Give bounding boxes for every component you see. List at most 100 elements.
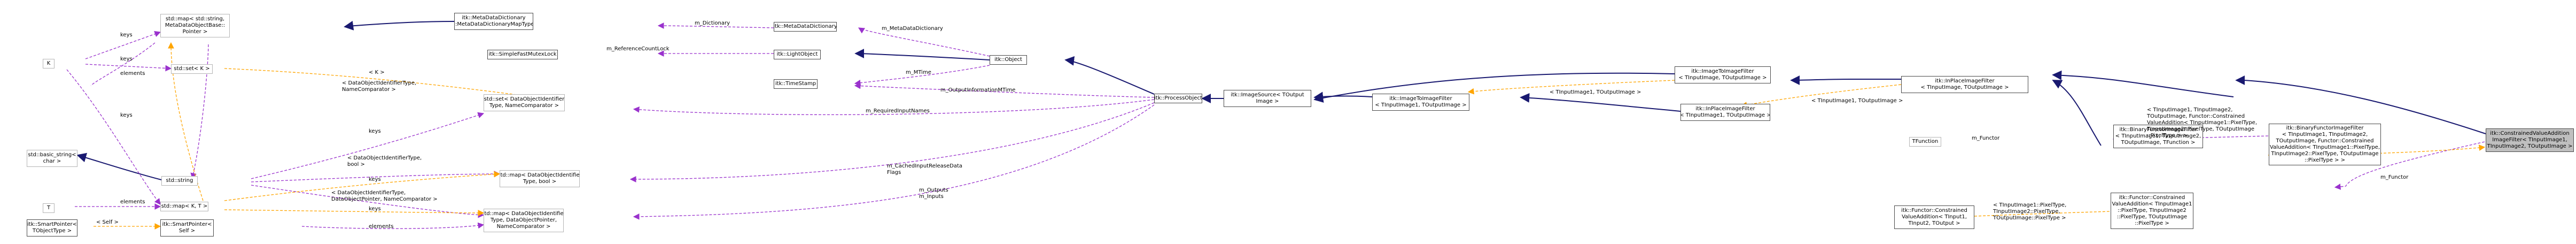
label-tpl-dataobject-namecomparator: < DataObjectIdentifierType, NameComparat… <box>342 80 416 93</box>
node-smart-pointer-self[interactable]: itk::SmartPointer< Self > <box>160 219 214 237</box>
label-line: Self > <box>178 228 196 234</box>
label-line: keys <box>120 112 133 118</box>
node-meta-data-dictionary[interactable]: itk::MetaDataDictionary <box>774 22 837 32</box>
label-line: m_MetaDataDictionary <box>882 26 943 32</box>
label-tpl-functor: < TInputImage1::PixelType, TInputImage2:… <box>1993 202 2066 222</box>
edge-use-outputinfo-to-timestamp <box>854 82 1155 98</box>
label-m-referencecountlock: m_ReferenceCountLock <box>606 46 670 52</box>
edge-inherit-object-to-lightobject <box>854 49 990 60</box>
node-image-to-image-filter-input1[interactable]: itk::ImageToImageFilter< TInputImage1, T… <box>1372 94 1469 111</box>
label-line: std::set< DataObjectIdentifier <box>484 96 565 102</box>
label-line: itk::ImageSource< TOutput <box>1231 92 1304 98</box>
label-line: keys <box>120 32 133 38</box>
label-line: TInput2, TOutput > <box>1908 220 1960 226</box>
edge-use-keys-k-to-mapkt <box>66 69 161 205</box>
label-line: ValueAddition< TInput1, <box>1902 214 1967 220</box>
edge-inherit-binary-to-inplace <box>2052 70 2234 97</box>
label-line: keys <box>369 206 381 212</box>
label-line: itk::SmartPointer< <box>162 222 212 227</box>
edge-inherit-metadictmap-to-stdmap <box>344 20 455 30</box>
node-meta-data-dictionary-map-type[interactable]: itk::MetaDataDictionary::MetaDataDiction… <box>454 13 533 30</box>
node-std-set-k: std::set< K > <box>171 64 213 74</box>
label-line: m_CachedInputReleaseData <box>887 163 963 169</box>
node-object[interactable]: itk::Object <box>990 55 1027 65</box>
label-line: itk::MetaDataDictionary <box>774 24 837 29</box>
label-line: Type, NameComparator > <box>489 103 559 109</box>
edge-use-functor-to-constrained <box>2334 141 2485 190</box>
label-line: m_Outputs <box>919 187 948 193</box>
label-line: T <box>46 205 51 211</box>
label-line: < K > <box>369 70 385 75</box>
edge-tpl-mapkt-to-stdmap <box>168 42 204 201</box>
edge-use-keys-string-to-set <box>251 112 485 179</box>
node-simple-fast-mutex-lock[interactable]: itk::SimpleFastMutexLock <box>487 50 558 59</box>
edge-tpl-setk-to-set <box>224 68 542 101</box>
edge-tpl-binaryfunctor-to-constrained <box>2268 144 2486 156</box>
label-line: itk::LightObject <box>776 51 818 57</box>
label-line: keys <box>369 128 381 134</box>
node-process-object[interactable]: itk::ProcessObject <box>1154 94 1202 103</box>
label-line: itk::TimeStamp <box>775 81 816 87</box>
node-smart-pointer-tobject[interactable]: itk::SmartPointer< TObjectType > <box>27 219 77 237</box>
label-line: char > <box>43 158 61 164</box>
label-line: elements <box>369 224 394 230</box>
node-binary-functor-image-filter-constrained[interactable]: itk::BinaryFunctorImageFilter< TInputIma… <box>2269 124 2381 165</box>
label-tpl-image-to-image: < TInputImage1, TOutputImage > <box>1550 89 1641 96</box>
label-line: itk::BinaryFunctorImageFilter <box>2286 125 2364 131</box>
label-line: < TInputImage, TOutputImage > <box>1678 75 1767 81</box>
label-line: < TInputImage1, TInputImage2, <box>2147 107 2233 113</box>
label-keys-1: keys <box>120 32 133 39</box>
label-line: itk::BinaryFunctorImageFilter <box>2119 127 2197 133</box>
label-line: ::PixelType > > <box>2147 133 2188 139</box>
node-time-stamp[interactable]: itk::TimeStamp <box>774 79 818 89</box>
label-line: itk::Functor::Constrained <box>1901 208 1967 214</box>
label-line: itk::ImageToImageFilter <box>1389 96 1452 102</box>
label-m-functor-1: m_Functor <box>2380 174 2408 181</box>
label-line: ValueAddition< TInputImage1 <box>2112 201 2192 207</box>
node-image-to-image-filter[interactable]: itk::ImageToImageFilter< TInputImage, TO… <box>1675 66 1771 83</box>
label-line: keys <box>120 56 133 62</box>
label-line: std::map< DataObjectIdentifier <box>500 172 580 178</box>
edge-use-outputs-to-mappointer <box>633 104 1155 220</box>
node-binary-functor-image-filter[interactable]: itk::BinaryFunctorImageFilter< TInputIma… <box>2113 125 2203 148</box>
node-light-object[interactable]: itk::LightObject <box>774 50 821 59</box>
node-inplace-image-filter[interactable]: itk::InPlaceImageFilter< TInputImage, TO… <box>1901 76 2028 93</box>
label-line: MetaDataObjectBase:: <box>165 22 225 28</box>
node-std-map-k-t: std::map< K, T > <box>160 202 208 211</box>
label-line: m_OutputInformationMTime <box>940 87 1016 93</box>
label-line: Pointer > <box>182 29 208 35</box>
label-tpl-self: < Self > <box>96 219 119 226</box>
edge-use-metadict-to-object <box>858 27 990 57</box>
label-line: ValueAddition< TInputImage1::PixelType, <box>2147 120 2258 126</box>
node-tfunction: TFunction <box>1909 137 1941 147</box>
label-keys-3: keys <box>120 112 133 119</box>
node-inplace-image-filter-input1[interactable]: itk::InPlaceImageFilter< TInputImage1, T… <box>1680 104 1770 121</box>
edge-inherit-stdstring-to-basicstring <box>76 152 162 180</box>
label-line: ImageFilter< TInputImage1, <box>2492 137 2567 143</box>
label-m-functor-2: m_Functor <box>1972 135 1999 142</box>
label-tpl-binary-functor: < TInputImage1, TInputImage2, TOutputIma… <box>2147 107 2257 139</box>
edge-use-keys-string-to-mappointer <box>251 185 485 218</box>
label-line: < TInputImage1, TOutputImage > <box>1680 112 1770 118</box>
edge-tpl-mapkt-to-mappointer <box>224 209 485 216</box>
label-line: m_RequiredInputNames <box>866 108 930 114</box>
label-keys-2: keys <box>120 56 133 63</box>
label-line: itk::ImageToImageFilter <box>1691 68 1754 74</box>
edge-use-keys-k-to-set <box>85 64 172 72</box>
label-line: NameComparator > <box>496 224 551 230</box>
edge-use-keys-string-to-mapbool <box>251 171 501 182</box>
edge-inherit-binaryfunctor-to-inplace <box>2052 80 2102 146</box>
edge-tpl-mapkt-to-mapbool <box>224 171 501 201</box>
label-line: < TInputImage1, TInputImage2, <box>2282 132 2368 138</box>
label-line: m_MTime <box>906 70 931 75</box>
label-line: TOutputImage, Functor::Constrained <box>2276 138 2374 144</box>
edge-use-cached-to-mapbool <box>629 102 1155 182</box>
label-line: std::map< K, T > <box>161 203 208 209</box>
